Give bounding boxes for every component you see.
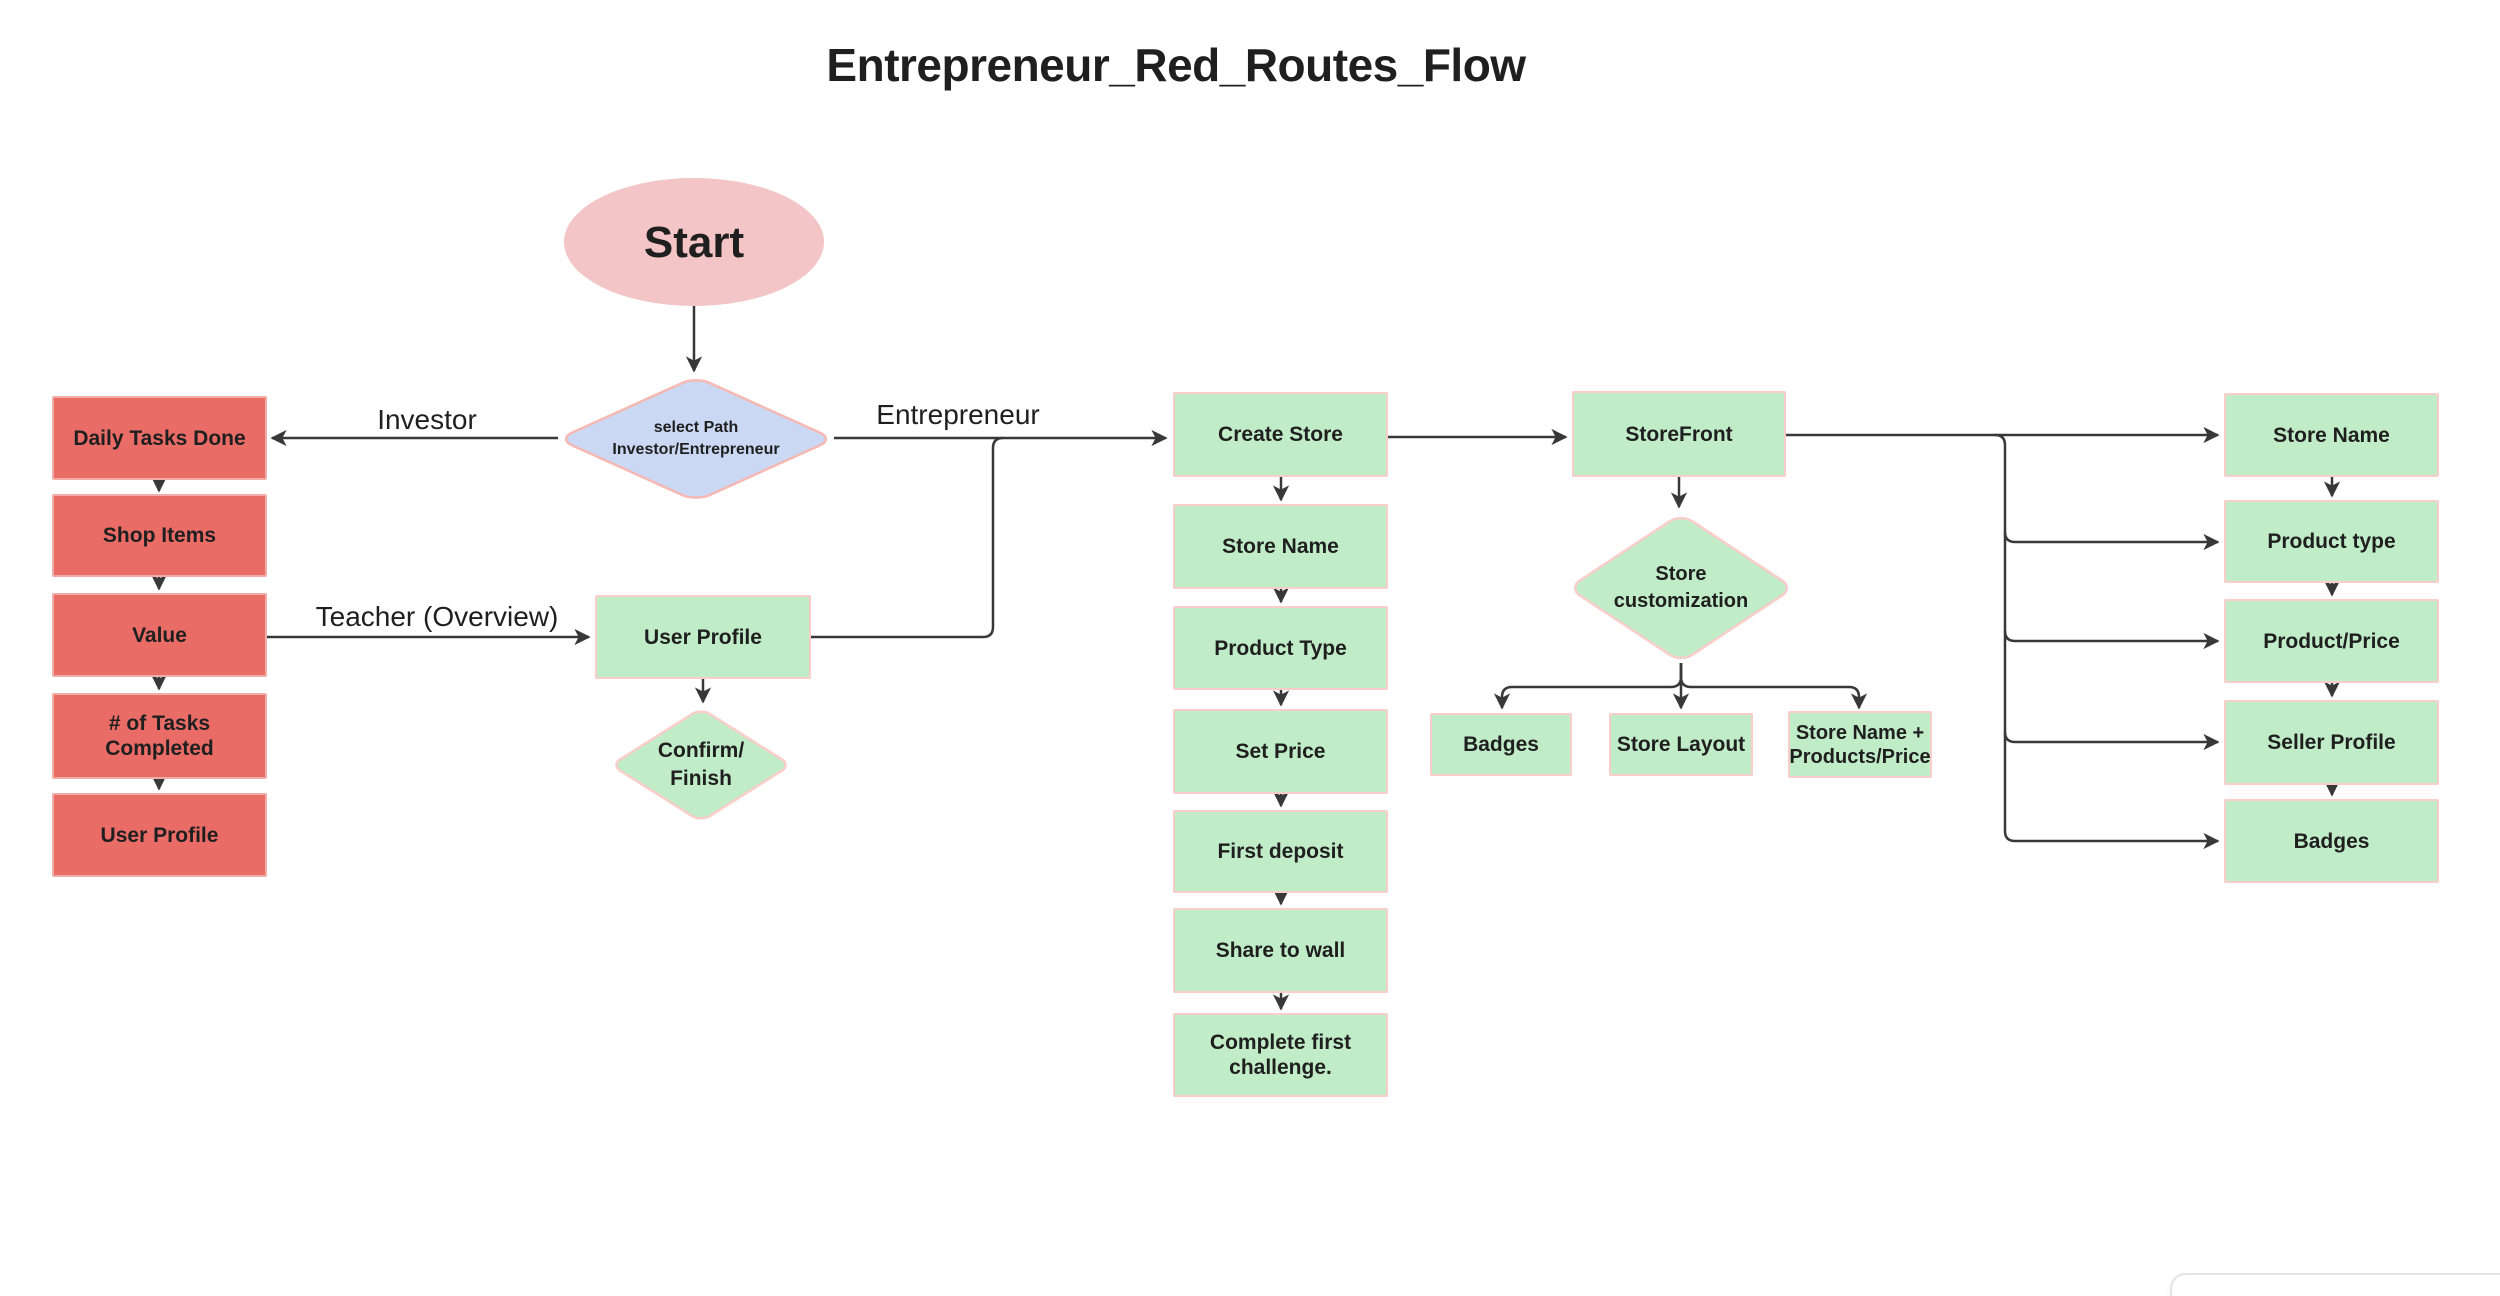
node-user-profile-investor[interactable]: User Profile: [52, 793, 267, 877]
node-complete-first-challenge-label: Complete first challenge.: [1209, 1031, 1352, 1079]
node-set-price[interactable]: Set Price: [1173, 709, 1388, 794]
node-badges-storefront-label: Badges: [2293, 829, 2370, 853]
node-num-tasks-completed[interactable]: # of Tasks Completed: [52, 693, 267, 779]
decision-store-customization[interactable]: Store customization: [1568, 513, 1794, 663]
decision-select-path[interactable]: select Path Investor/Entrepreneur: [556, 375, 836, 503]
node-value[interactable]: Value: [52, 593, 267, 677]
node-product-type-storefront-label: Product type: [2267, 530, 2396, 553]
node-product-type-storefront[interactable]: Product type: [2224, 500, 2439, 583]
node-start-label: Start: [643, 217, 745, 267]
node-shop-items[interactable]: Shop Items: [52, 494, 267, 577]
node-product-type-entrepreneur-label: Product Type: [1214, 636, 1347, 660]
decision-confirm-finish-label: Confirm/ Finish: [657, 739, 745, 790]
node-storefront[interactable]: StoreFront: [1572, 391, 1786, 477]
edge-userprofile-createstore-elbow: [811, 436, 1004, 639]
node-seller-profile[interactable]: Seller Profile: [2224, 700, 2439, 785]
edge-trunk-sellerprofile-right: [2003, 731, 2220, 751]
decision-select-path-label: select Path Investor/Entrepreneur: [612, 419, 780, 458]
edge-label-entrepreneur[interactable]: Entrepreneur: [876, 399, 1040, 430]
node-set-price-label: Set Price: [1235, 740, 1326, 763]
node-shop-items-label: Shop Items: [102, 524, 217, 547]
node-daily-tasks-done-label: Daily Tasks Done: [73, 426, 246, 450]
node-start[interactable]: Start: [564, 178, 824, 306]
node-store-name-products-price-label: Store Name + Products/Price: [1789, 721, 1931, 768]
node-badges-storefront[interactable]: Badges: [2224, 799, 2439, 883]
node-user-profile-teacher-label: User Profile: [644, 625, 762, 649]
node-create-store[interactable]: Create Store: [1173, 392, 1388, 477]
edge-trunk-badges-right: [1994, 433, 2220, 850]
floating-panel[interactable]: [2170, 1273, 2500, 1296]
node-store-name-storefront[interactable]: Store Name: [2224, 393, 2439, 477]
node-product-type-entrepreneur[interactable]: Product Type: [1173, 606, 1388, 690]
decision-store-customization-label: Store customization: [1613, 563, 1749, 612]
node-product-price-storefront-label: Product/Price: [2263, 629, 2400, 653]
node-first-deposit[interactable]: First deposit: [1173, 810, 1388, 893]
edge-customization-storename-products: [1679, 663, 1868, 710]
node-product-price-storefront[interactable]: Product/Price: [2224, 599, 2439, 683]
node-complete-first-challenge[interactable]: Complete first challenge.: [1173, 1013, 1388, 1097]
node-store-name-entrepreneur[interactable]: Store Name: [1173, 504, 1388, 589]
node-store-name-storefront-label: Store Name: [2273, 423, 2390, 447]
node-store-name-products-price[interactable]: Store Name + Products/Price: [1788, 711, 1932, 778]
edge-trunk-productprice-right: [2003, 630, 2220, 650]
node-store-layout[interactable]: Store Layout: [1609, 713, 1753, 776]
node-create-store-label: Create Store: [1218, 423, 1343, 446]
node-store-name-entrepreneur-label: Store Name: [1222, 535, 1339, 558]
diagram-title[interactable]: Entrepreneur_Red_Routes_Flow: [826, 39, 1526, 91]
node-user-profile-teacher[interactable]: User Profile: [595, 595, 811, 679]
edge-customization-badges: [1493, 663, 1683, 710]
node-share-to-wall-label: Share to wall: [1215, 939, 1346, 962]
node-daily-tasks-done[interactable]: Daily Tasks Done: [52, 396, 267, 480]
edge-label-teacher-overview[interactable]: Teacher (Overview): [315, 601, 559, 632]
edge-trunk-producttype-right: [2003, 531, 2220, 551]
decision-confirm-finish[interactable]: Confirm/ Finish: [611, 708, 791, 822]
node-badges-customization-label: Badges: [1463, 733, 1539, 756]
node-first-deposit-label: First deposit: [1217, 840, 1344, 863]
node-badges-customization[interactable]: Badges: [1430, 713, 1572, 776]
node-storefront-label: StoreFront: [1625, 422, 1733, 446]
node-user-profile-investor-label: User Profile: [100, 823, 219, 847]
edge-label-investor[interactable]: Investor: [377, 404, 477, 435]
node-value-label: Value: [132, 623, 187, 647]
node-num-tasks-completed-label: # of Tasks Completed: [105, 712, 214, 760]
node-seller-profile-label: Seller Profile: [2267, 731, 2396, 754]
node-share-to-wall[interactable]: Share to wall: [1173, 908, 1388, 993]
node-store-layout-label: Store Layout: [1616, 733, 1746, 756]
